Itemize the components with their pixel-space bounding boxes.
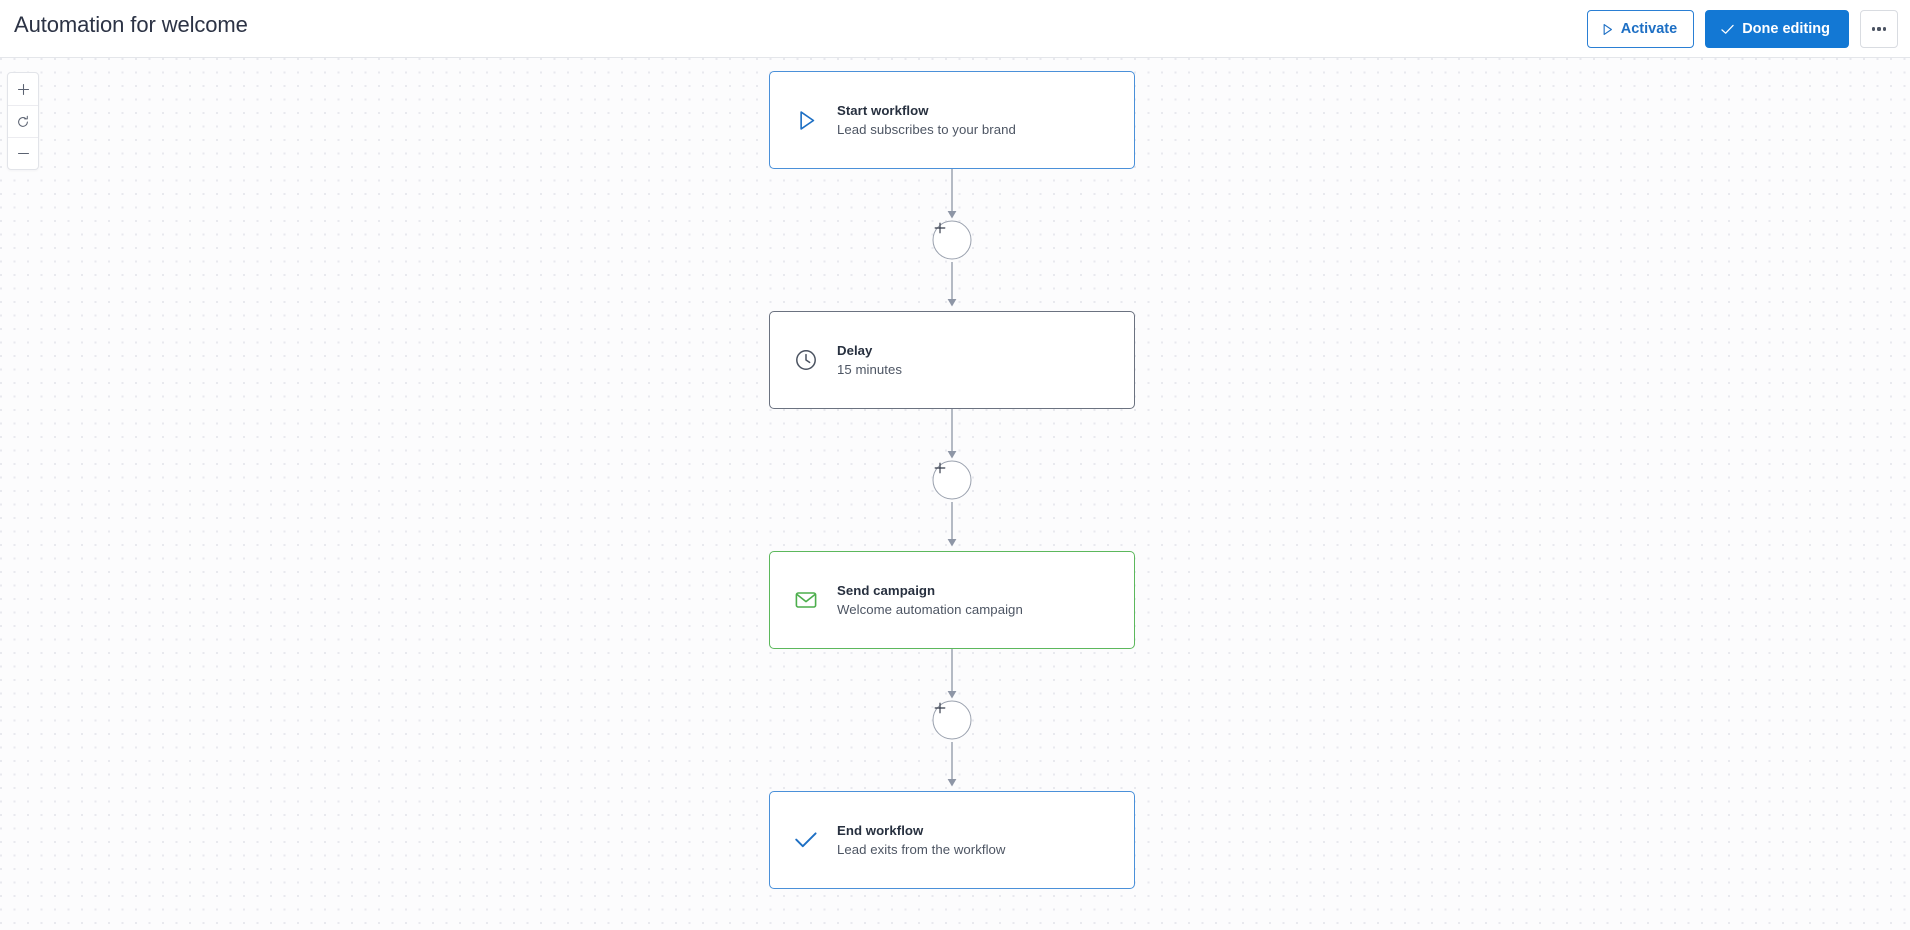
check-icon <box>1720 23 1735 36</box>
add-step-button-2[interactable] <box>932 460 972 500</box>
refresh-icon <box>16 115 30 129</box>
activate-button[interactable]: Activate <box>1586 10 1695 48</box>
play-icon <box>793 107 819 133</box>
node-subtitle: Lead exits from the workflow <box>837 842 1006 857</box>
node-title: Start workflow <box>837 103 929 118</box>
add-step-button-3[interactable] <box>932 700 972 740</box>
play-icon <box>1601 23 1614 36</box>
workflow-connector-2 <box>769 409 1135 551</box>
app-header: Automation for welcome Activate Done edi… <box>0 0 1910 58</box>
workflow-connector-1 <box>769 169 1135 311</box>
header-actions: Activate Done editing <box>1586 10 1898 48</box>
zoom-reset-button[interactable] <box>8 105 38 137</box>
node-subtitle: 15 minutes <box>837 362 903 377</box>
add-step-button-1[interactable] <box>932 220 972 260</box>
workflow-node-send-campaign[interactable]: Send campaign Welcome automation campaig… <box>769 551 1135 649</box>
node-title: Send campaign <box>837 583 936 598</box>
workflow-node-end[interactable]: End workflow Lead exits from the workflo… <box>769 791 1135 889</box>
activate-label: Activate <box>1620 21 1678 37</box>
workflow-flow: Start workflow Lead subscribes to your b… <box>769 58 1135 889</box>
zoom-controls <box>7 72 39 170</box>
workflow-connector-3 <box>769 649 1135 791</box>
workflow-node-delay[interactable]: Delay 15 minutes <box>769 311 1135 409</box>
plus-icon <box>17 83 30 96</box>
workflow-canvas[interactable]: Start workflow Lead subscribes to your b… <box>0 58 1910 930</box>
page-title: Automation for welcome <box>14 12 248 37</box>
done-editing-label: Done editing <box>1742 21 1830 37</box>
workflow-node-start[interactable]: Start workflow Lead subscribes to your b… <box>769 71 1135 169</box>
node-title: Delay <box>837 343 873 358</box>
node-title: End workflow <box>837 823 924 838</box>
ellipsis-icon <box>1871 27 1887 31</box>
envelope-icon <box>793 587 819 613</box>
node-subtitle: Lead subscribes to your brand <box>837 122 1016 137</box>
node-text: Start workflow Lead subscribes to your b… <box>837 103 1016 137</box>
node-subtitle: Welcome automation campaign <box>837 602 1023 617</box>
node-text: Delay 15 minutes <box>837 343 902 377</box>
done-editing-button[interactable]: Done editing <box>1705 10 1849 48</box>
zoom-out-button[interactable] <box>8 137 38 169</box>
check-icon <box>793 827 819 853</box>
minus-icon <box>17 147 30 160</box>
zoom-in-button[interactable] <box>8 73 38 105</box>
more-options-button[interactable] <box>1860 10 1898 48</box>
node-text: Send campaign Welcome automation campaig… <box>837 583 1023 617</box>
node-text: End workflow Lead exits from the workflo… <box>837 823 1006 857</box>
clock-icon <box>793 347 819 373</box>
